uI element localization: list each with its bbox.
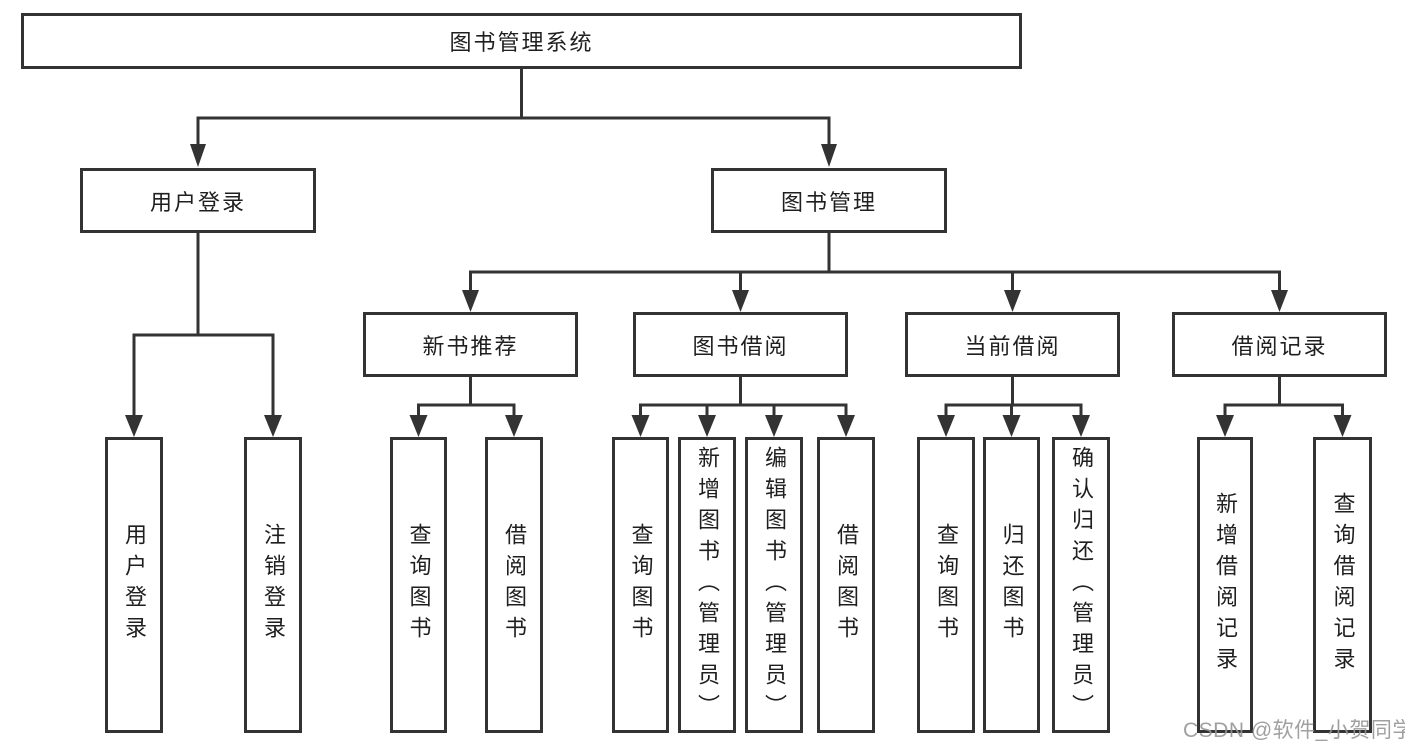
leaf-borrow-books: 借阅图书: [817, 437, 875, 733]
leaf-borrow-books-label: 借阅图书: [834, 523, 859, 647]
node-new-book-recommend-label: 新书推荐: [422, 333, 519, 359]
connector-borrow-records-to-leaves: [1216, 375, 1352, 437]
leaf-logout-label: 注销登录: [261, 523, 286, 647]
arrowhead: [125, 415, 143, 437]
node-new-book-recommend: 新书推荐: [363, 312, 578, 377]
connector-new-book-to-leaves: [409, 375, 523, 437]
arrowhead: [1333, 415, 1352, 437]
arrowhead: [821, 144, 837, 167]
arrowhead: [1216, 415, 1234, 437]
connector-current-borrow-to-leaves: [937, 375, 1090, 437]
leaf-confirm-return-admin: 确认归还（管理员）: [1052, 437, 1110, 733]
arrowhead: [462, 290, 479, 312]
node-book-borrow-label: 图书借阅: [692, 333, 789, 359]
arrowhead: [1002, 415, 1021, 437]
node-user-login-label: 用户登录: [149, 189, 246, 215]
leaf-query-books-recommend-label: 查询图书: [406, 523, 432, 647]
node-user-login: 用户登录: [80, 168, 316, 233]
node-book-borrow: 图书借阅: [633, 312, 848, 377]
arrowhead: [1072, 415, 1090, 437]
arrowhead: [765, 415, 783, 437]
arrowhead: [631, 415, 650, 437]
node-borrow-records: 借阅记录: [1172, 312, 1387, 377]
node-book-management-label: 图书管理: [780, 189, 877, 215]
arrowhead: [264, 415, 282, 437]
node-root-label: 图书管理系统: [449, 30, 594, 55]
leaf-add-book-admin-label: 新增图书（管理员）: [695, 445, 720, 725]
connector-user-login-to-leaves: [125, 231, 282, 437]
arrowhead: [1271, 290, 1288, 312]
leaf-query-books-recommend: 查询图书: [390, 437, 447, 733]
leaf-return-book-label: 归还图书: [999, 523, 1025, 647]
leaf-user-login: 用户登录: [105, 437, 163, 733]
arrowhead: [837, 415, 855, 437]
leaf-query-books-borrow-label: 查询图书: [628, 523, 654, 647]
leaf-borrow-books-recommend-label: 借阅图书: [502, 523, 527, 647]
connector-book-management-to-sections: [462, 231, 1288, 312]
leaf-query-books-current: 查询图书: [917, 437, 975, 733]
leaf-edit-book-admin: 编辑图书（管理员）: [745, 437, 803, 733]
leaf-logout: 注销登录: [244, 437, 302, 733]
node-book-management: 图书管理: [711, 168, 947, 233]
leaf-query-books-current-label: 查询图书: [934, 523, 959, 647]
arrowhead: [732, 290, 749, 312]
arrowhead: [698, 415, 716, 437]
leaf-query-borrow-record-label: 查询借阅记录: [1330, 492, 1356, 678]
leaf-add-book-admin: 新增图书（管理员）: [678, 437, 736, 733]
csdn-watermark: CSDN @软件_小贺同学: [1183, 719, 1405, 742]
leaf-return-book: 归还图书: [983, 437, 1040, 733]
connector-root-to-branches: [190, 67, 837, 167]
leaf-user-login-label: 用户登录: [122, 523, 147, 647]
leaf-add-borrow-record-label: 新增借阅记录: [1213, 492, 1238, 678]
leaf-query-books-borrow: 查询图书: [612, 437, 669, 733]
leaf-edit-book-admin-label: 编辑图书（管理员）: [762, 445, 787, 725]
arrowhead: [1004, 290, 1021, 312]
leaf-confirm-return-admin-label: 确认归还（管理员）: [1069, 445, 1094, 725]
node-current-borrow-label: 当前借阅: [964, 333, 1061, 359]
arrowhead: [409, 415, 428, 437]
node-borrow-records-label: 借阅记录: [1231, 333, 1328, 359]
arrowhead: [505, 415, 523, 437]
node-root: 图书管理系统: [21, 13, 1022, 69]
node-current-borrow: 当前借阅: [905, 312, 1120, 377]
leaf-query-borrow-record: 查询借阅记录: [1313, 437, 1372, 733]
arrowhead: [190, 144, 206, 167]
leaf-borrow-books-recommend: 借阅图书: [485, 437, 543, 733]
connector-book-borrow-to-leaves: [631, 375, 855, 437]
arrowhead: [937, 415, 955, 437]
leaf-add-borrow-record: 新增借阅记录: [1197, 437, 1253, 733]
